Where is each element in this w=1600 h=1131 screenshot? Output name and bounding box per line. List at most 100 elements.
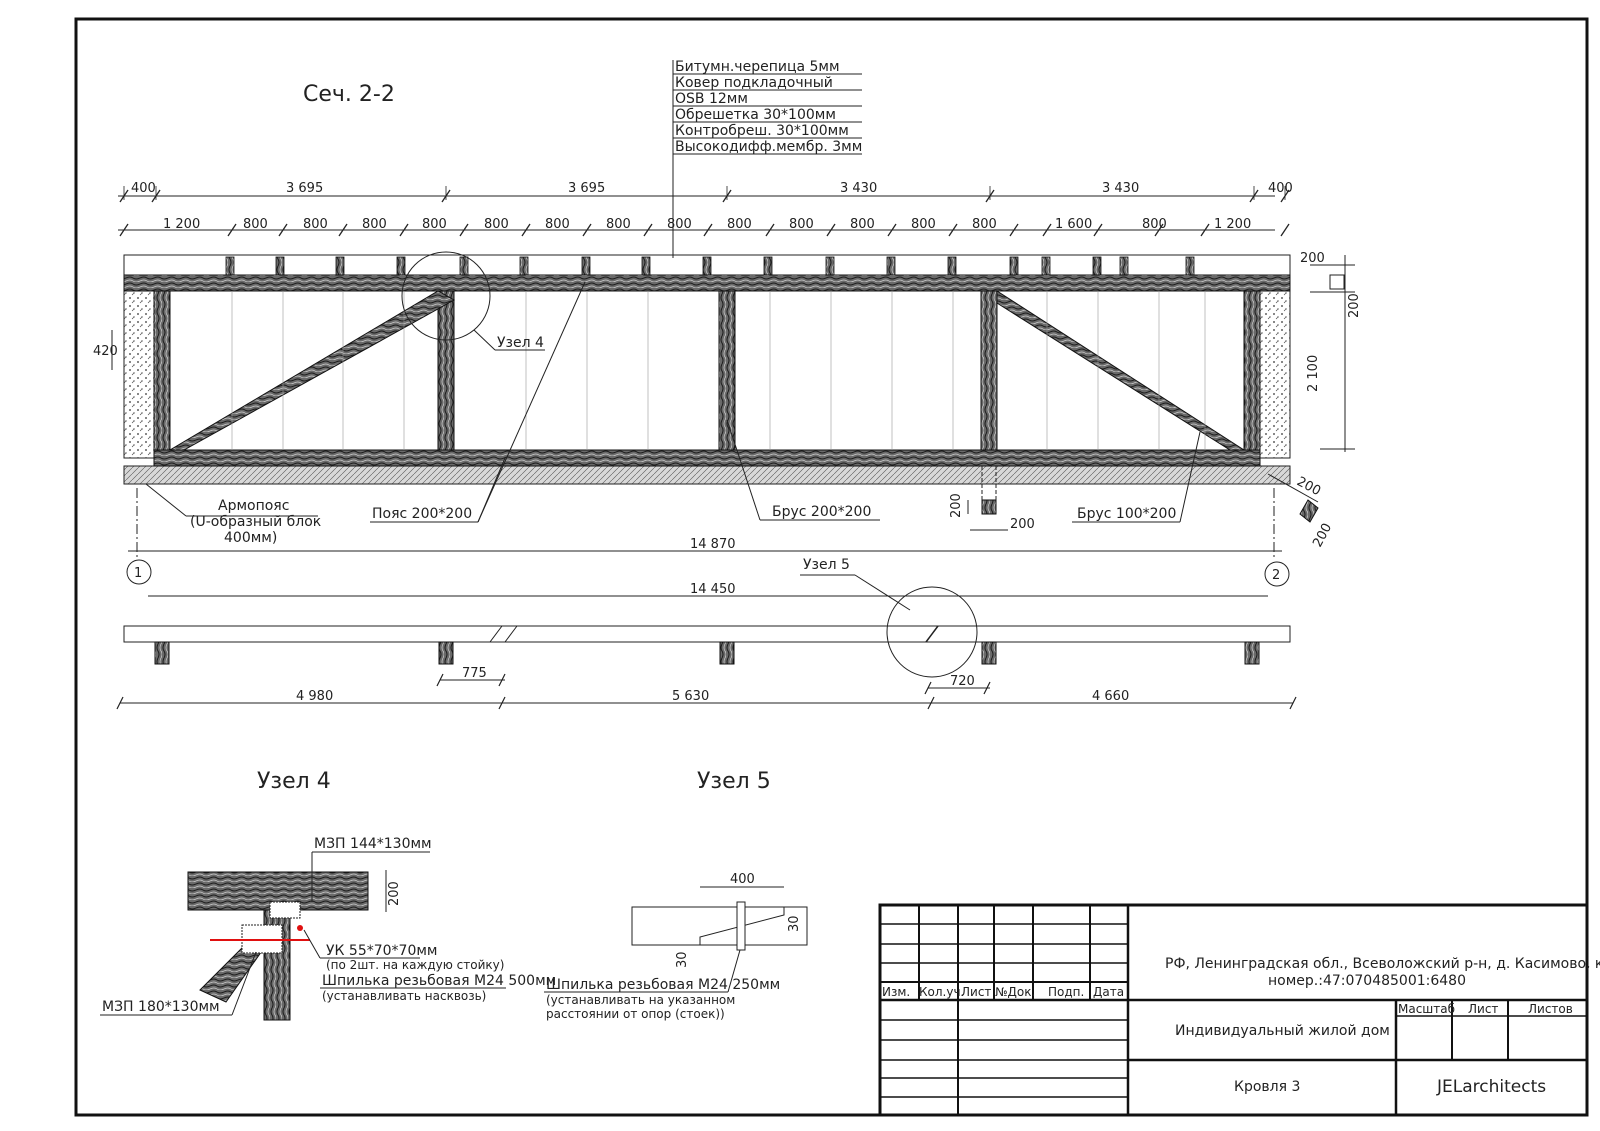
dim-label: 400 — [1268, 181, 1293, 196]
dim-label: 800 — [484, 217, 509, 232]
brus100-label: Брус 100*200 — [1077, 506, 1176, 522]
dim-label: 200 — [1347, 293, 1362, 318]
layers-callout: Битумн.черепица 5мм Ковер подкладочный O… — [672, 59, 862, 258]
dim-label: 800 — [606, 217, 631, 232]
dim-tick — [278, 223, 288, 237]
axis-label: 1 — [134, 566, 142, 581]
truss-diagonal — [996, 290, 1246, 451]
dim-label: 800 — [362, 217, 387, 232]
dim-label: 5 630 — [672, 689, 709, 704]
plan-beam: 775 720 4 980 5 630 4 660 — [116, 586, 1297, 710]
dim-tick — [119, 223, 129, 237]
tb-list: Лист — [1468, 1002, 1498, 1016]
poyas-label: Пояс 200*200 — [372, 506, 472, 522]
dim-label: 800 — [243, 217, 268, 232]
tb-col-label: Лист — [961, 985, 991, 999]
truss-post — [718, 290, 736, 451]
dim-label: 800 — [789, 217, 814, 232]
dim-tick — [948, 223, 958, 237]
tb-col-label: Кол.уч. — [919, 985, 964, 999]
shpilka-label: Шпилька резьбовая М24 500мм — [322, 973, 556, 989]
dim-label: 200 — [949, 493, 964, 518]
tb-col-label: Изм. — [882, 985, 910, 999]
top-chord-poyas — [123, 274, 1291, 292]
uzel5-callout-label: Узел 5 — [803, 557, 850, 573]
uzel4-title: Узел 4 — [257, 769, 331, 794]
batten — [825, 256, 835, 276]
armopoyas-label: 400мм) — [224, 530, 277, 546]
dim-label: 800 — [303, 217, 328, 232]
dim-tick — [1154, 223, 1164, 237]
dim-label: 800 — [850, 217, 875, 232]
dim-tick — [582, 223, 592, 237]
tb-col-label: Подп. — [1048, 985, 1084, 999]
dim-label: 400 — [131, 181, 156, 196]
batten — [641, 256, 651, 276]
uzel4-circle — [401, 251, 491, 341]
mzp180-label: МЗП 180*130мм — [102, 999, 220, 1015]
sheet-frame — [74, 17, 1589, 1117]
dim-label: 200 — [1300, 251, 1325, 266]
uzel5-circle — [886, 586, 978, 678]
dim-tick — [338, 223, 348, 237]
tb-masshtab: Масштаб — [1398, 1002, 1455, 1016]
batten — [275, 256, 285, 276]
tb-address: РФ, Ленинградская обл., Всеволожский р-н… — [1165, 956, 1600, 972]
tb-project: Индивидуальный жилой дом — [1175, 1023, 1390, 1039]
dim-label: 3 695 — [568, 181, 605, 196]
uk-note: (по 2шт. на каждую стойку) — [326, 958, 504, 972]
batten — [886, 256, 896, 276]
batten — [763, 256, 773, 276]
uzel5-bolt — [736, 901, 746, 951]
dim-tick — [887, 223, 897, 237]
title-block: Изм. Кол.уч. Лист №Док. Подп. Дата РФ, Л… — [878, 903, 1600, 1117]
dim-label: 400 — [730, 872, 755, 887]
dim-label: 420 — [93, 344, 118, 359]
dim-label: 14 870 — [690, 537, 736, 552]
dim-label: 30 — [675, 951, 690, 968]
dim-label: 775 — [462, 666, 487, 681]
tb-sheet-name: Кровля 3 — [1234, 1079, 1300, 1095]
batten — [1119, 256, 1129, 276]
dim-tick — [826, 223, 836, 237]
dim-label: 1 200 — [1214, 217, 1251, 232]
truss-post — [153, 290, 171, 451]
dim-tick — [1042, 223, 1052, 237]
dim-tick — [459, 223, 469, 237]
uzel5-beam — [631, 906, 808, 946]
dim-label: 200 — [387, 881, 402, 906]
uk-label: УК 55*70*70мм — [326, 943, 438, 959]
tb-col-label: №Док. — [995, 985, 1035, 999]
dim-label: 14 450 — [690, 582, 736, 597]
dim-tick — [643, 223, 653, 237]
tb-listov: Листов — [1528, 1002, 1573, 1016]
dim-label: 4 660 — [1092, 689, 1129, 704]
masonry-wall-right — [1259, 289, 1291, 459]
batten — [1009, 256, 1019, 276]
uzel5-detail: Узел 5 400 30 30 Шпилька резьбовая М24 2… — [544, 769, 808, 1021]
armopoyas-label: (U-образный блок — [190, 514, 321, 530]
batten — [1092, 256, 1102, 276]
brus200-label: Брус 200*200 — [772, 504, 871, 520]
uzel4-callout-label: Узел 4 — [497, 335, 544, 351]
dim-tick — [1093, 223, 1103, 237]
batten — [1041, 256, 1051, 276]
axis-dimensions: 14 870 1 2 14 450 Узел 5 — [126, 488, 1290, 611]
dim-tick — [765, 223, 775, 237]
tb-col-label: Дата — [1093, 985, 1124, 999]
batten — [396, 256, 406, 276]
dim-label: 800 — [727, 217, 752, 232]
tb-address: номер.:47:070485001:6480 — [1268, 973, 1466, 989]
batten — [1185, 256, 1195, 276]
dim-label: 200 — [1310, 521, 1335, 550]
tb-firm: JELarchitects — [1436, 1077, 1546, 1097]
dim-label: 1 200 — [163, 217, 200, 232]
mzp144-label: МЗП 144*130мм — [314, 836, 432, 852]
dim-tick — [399, 223, 409, 237]
mzp-plate — [269, 901, 301, 919]
batten — [519, 256, 529, 276]
uzel5-title: Узел 5 — [697, 769, 771, 794]
dim-tick — [1200, 223, 1210, 237]
post-section — [981, 499, 997, 515]
dim-label: 800 — [422, 217, 447, 232]
